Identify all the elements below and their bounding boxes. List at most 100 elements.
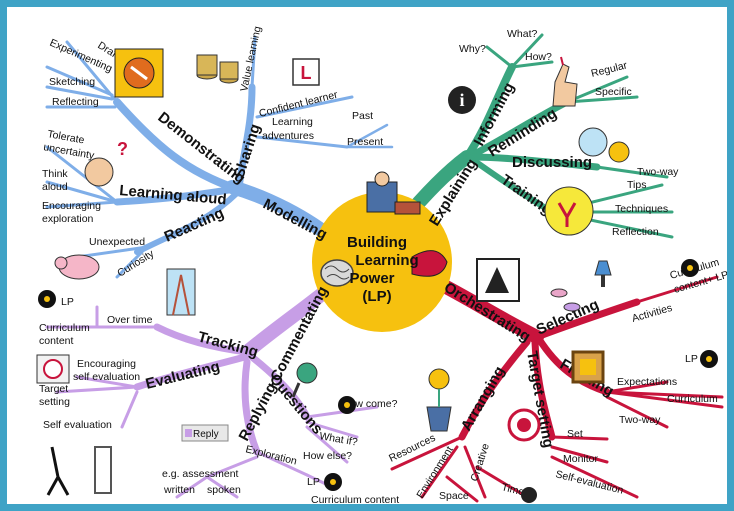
sketching-text: Sketching [49, 76, 95, 88]
lp-text-exploration: LP [307, 476, 320, 488]
assessment-text: e.g. assessment [162, 468, 239, 480]
svg-text:L: L [301, 63, 312, 83]
spoken-text: spoken [207, 484, 241, 496]
evaluating-label: Evaluating [144, 358, 222, 393]
flower-vase-icon [426, 368, 452, 432]
reply-button[interactable]: Reply [181, 424, 229, 442]
modelling-branch [45, 35, 394, 279]
target-icon [507, 408, 541, 442]
curriculum-content-text-1: Curriculum [39, 322, 90, 334]
think-aloud-text-1: Think [42, 168, 68, 180]
tips-text: Tips [627, 179, 646, 191]
two-way-text-explaining: Two-way [637, 166, 679, 178]
pointing-hand-icon [552, 56, 578, 107]
modelling-label: Modelling [260, 196, 330, 244]
mind-map: Building Learning Power (LP) Modelling D… [36, 25, 727, 504]
center-line-2: Learning [355, 252, 418, 269]
sweets-icon [550, 288, 581, 312]
lamp-icon [594, 260, 612, 287]
artist-icon [114, 48, 164, 98]
commentating-branch [45, 275, 379, 499]
encouraging-exploration-text-1: Encouraging [42, 200, 101, 212]
record-icon-framing [700, 350, 718, 368]
dartboard-icon [36, 354, 70, 384]
exploration-text: Exploration [244, 443, 298, 467]
learning-adventures-text-2: adventures [262, 130, 314, 142]
builder-icon [366, 171, 421, 215]
svg-text:i: i [459, 90, 464, 110]
target-setting-text-1: Target [39, 383, 68, 395]
learning-aloud-label: Learning aloud [119, 182, 228, 208]
time-text: Time [500, 481, 525, 498]
self-evaluation-text: Self evaluation [43, 419, 112, 431]
tolerate-uncertainty-text-2: uncertainty [42, 141, 95, 162]
curriculum-text: Curriculum [667, 393, 718, 405]
reacting-label: Reacting [162, 204, 227, 245]
discussing-people-icon [578, 127, 630, 163]
encouraging-self-evaluation-text-2: self evaluation [73, 371, 140, 383]
center-line-4: (LP) [362, 288, 391, 305]
center-node [312, 192, 452, 332]
space-text: Space [439, 490, 469, 502]
reflection-text: Reflection [612, 226, 659, 238]
train-track-icon [166, 268, 196, 316]
value-learning-text: Value learning [238, 25, 264, 93]
pig-icon [54, 254, 100, 280]
mirror-figure-icon [46, 446, 112, 496]
how-else-text: How else? [303, 450, 352, 462]
info-icon: i [448, 86, 476, 114]
record-icon-questions [338, 396, 356, 414]
record-icon-exploration [324, 473, 342, 491]
lp-text-framing: LP [685, 353, 698, 365]
encouraging-exploration-text-2: exploration [42, 213, 94, 225]
how-come-text: How come? [342, 398, 398, 410]
questions-label: Questions [266, 371, 326, 438]
specific-text: Specific [595, 86, 632, 98]
why-text: Why? [459, 43, 486, 55]
techniques-text: Techniques [615, 203, 668, 215]
l-plate-icon: L [292, 58, 320, 86]
present-text: Present [347, 136, 383, 148]
sharing-label: Sharing [231, 122, 264, 180]
coins-icon [196, 54, 239, 84]
learning-adventures-text-1: Learning [272, 116, 313, 128]
curriculum-content-text-exploration: Curriculum content [311, 494, 399, 504]
what-text: What? [507, 28, 538, 40]
over-time-text: Over time [107, 314, 153, 326]
regular-text: Regular [590, 59, 629, 80]
picture-frame-icon [571, 350, 605, 384]
mind-map-frame: Building Learning Power (LP) Modelling D… [7, 7, 727, 504]
reply-button-label: Reply [193, 429, 219, 440]
how-text: How? [525, 51, 552, 63]
center-line-3: Power [349, 270, 394, 287]
self-evaluation-text-target: Self-evaluation [554, 468, 624, 496]
center-line-1: Building [347, 234, 407, 251]
encouraging-self-evaluation-text-1: Encouraging [77, 358, 136, 370]
reply-icon [185, 429, 192, 437]
two-way-text-framing: Two-way [619, 414, 661, 426]
what-if-text: What if? [318, 430, 358, 449]
written-text: written [163, 484, 195, 496]
curriculum-content-text-2: content [39, 335, 74, 347]
lp-text-tracking: LP [61, 296, 74, 308]
monitor-text: Monitor [563, 453, 599, 465]
conductor-icon [476, 258, 520, 302]
dancers-icon [544, 186, 594, 236]
expectations-text: Expectations [617, 376, 677, 388]
question-face-icon: ? [84, 139, 128, 187]
tracking-label: Tracking [196, 328, 260, 360]
record-icon-tracking [38, 290, 56, 308]
record-icon-selecting [681, 259, 699, 277]
unexpected-text: Unexpected [89, 236, 145, 248]
detective-icon [291, 362, 318, 398]
reflecting-text: Reflecting [52, 96, 99, 108]
set-text: Set [567, 428, 583, 440]
past-text: Past [352, 110, 373, 122]
arm-icon [411, 250, 448, 277]
svg-text:?: ? [117, 139, 128, 159]
think-aloud-text-2: aloud [42, 181, 68, 193]
arranging-label: Arranging [458, 363, 509, 434]
brain-icon [320, 259, 354, 287]
stopwatch-icon [521, 487, 537, 503]
target-setting-text-2: setting [39, 396, 70, 408]
